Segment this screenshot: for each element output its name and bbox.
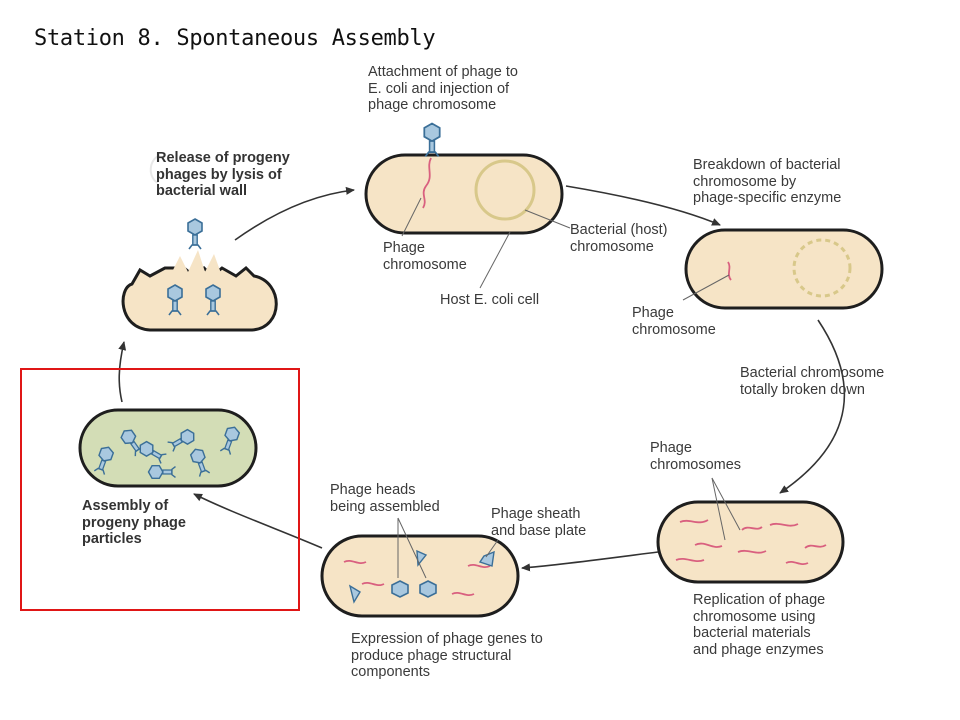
phage-head-icon <box>391 580 409 598</box>
arrow-expression-to-assembly <box>193 493 323 549</box>
arrow-replication-to-expression <box>521 551 659 572</box>
phage-sheath-icon <box>478 550 495 567</box>
phage-sheath-label: Phage sheath and base plate <box>491 506 587 539</box>
assembly-highlight-box <box>20 368 300 611</box>
phage-heads-label: Phage heads being assembled <box>330 482 440 515</box>
replication-label: Replication of phage chromosome using ba… <box>693 592 826 658</box>
phage-part-icon <box>348 584 361 604</box>
host-cell-label: Host E. coli cell <box>440 292 540 308</box>
breakdown-cell <box>684 228 884 310</box>
arrow-assembly-to-release <box>118 341 127 403</box>
totally-broken-label: Bacterial chromosome totally broken down <box>740 365 885 398</box>
release-cell <box>121 218 278 332</box>
phage-part-icon <box>416 549 428 567</box>
attachment-label: Attachment of phage to E. coli and injec… <box>368 64 518 113</box>
replication-cell <box>656 500 845 584</box>
release-label: Release of progeny phages by lysis of ba… <box>156 150 290 199</box>
assembly-label: Assembly of progeny phage particles <box>82 498 186 547</box>
phage-chromosome-label: Phage chromosome <box>383 240 467 273</box>
bacterial-host-chromosome-label: Bacterial (host) chromosome <box>570 222 668 255</box>
attachment-cell <box>364 122 564 235</box>
arrow-breakdown-to-replication <box>779 319 846 494</box>
arrow-attachment-to-breakdown <box>565 185 721 226</box>
attaching-phage-icon <box>423 122 441 158</box>
arrow-release-to-attachment <box>234 186 355 241</box>
phage-chromosome-label-2: Phage chromosome <box>632 305 716 338</box>
phage-head-icon <box>419 580 437 598</box>
assembly-cell <box>78 408 258 488</box>
breakdown-label: Breakdown of bacterial chromosome by pha… <box>693 157 842 206</box>
page-title: Station 8. Spontaneous Assembly <box>34 26 436 51</box>
phage-chromosomes-label: Phage chromosomes <box>650 440 742 473</box>
expression-label: Expression of phage genes to produce pha… <box>351 631 543 680</box>
expression-cell <box>320 534 520 618</box>
released-phage-icon <box>187 218 203 250</box>
